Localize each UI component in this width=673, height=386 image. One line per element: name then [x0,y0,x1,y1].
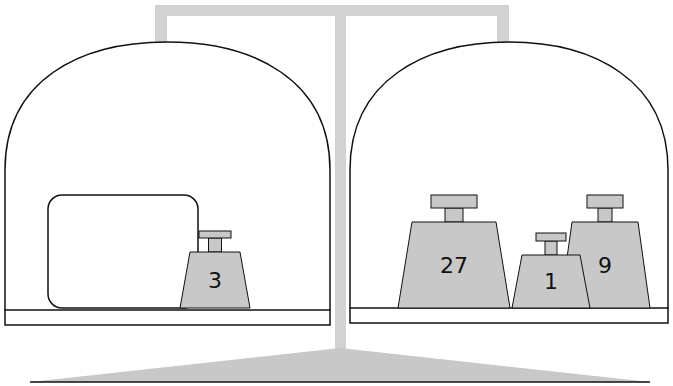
weight-stem [598,208,612,222]
weight-body [180,252,250,308]
weight-label-area: 27 [398,224,510,308]
weight-stem [209,238,222,252]
post [335,5,346,353]
weight-stem [445,208,463,222]
weight-value: 27 [440,254,468,278]
unknown-box [48,195,198,308]
weight-cap [536,233,566,241]
weight-body [560,222,650,308]
weight-label-area: 3 [180,254,250,308]
weight-cap [431,195,477,208]
weight-shape [398,195,510,308]
pan-dome [350,42,668,308]
left-pan [5,42,330,325]
weight-cap [199,231,231,238]
weight-label-area: 1 [512,257,590,308]
base [30,348,650,382]
weight-stem [545,241,557,255]
weight: 1 [512,233,590,308]
pan-plate [350,308,668,323]
weight-value: 1 [544,270,558,294]
weight-value: 3 [208,269,222,293]
hanger [155,5,167,45]
weight-value: 9 [598,254,612,278]
pan-dome [5,42,330,310]
weight: 27 [398,195,510,308]
right-pan [350,42,668,323]
weight-body [512,255,590,308]
beam [155,5,509,16]
weight: 3 [180,231,250,308]
weight-cap [587,195,623,208]
pan-plate [5,310,330,325]
hanger [497,5,509,45]
weight-body [398,222,510,308]
base-edge [30,381,650,383]
